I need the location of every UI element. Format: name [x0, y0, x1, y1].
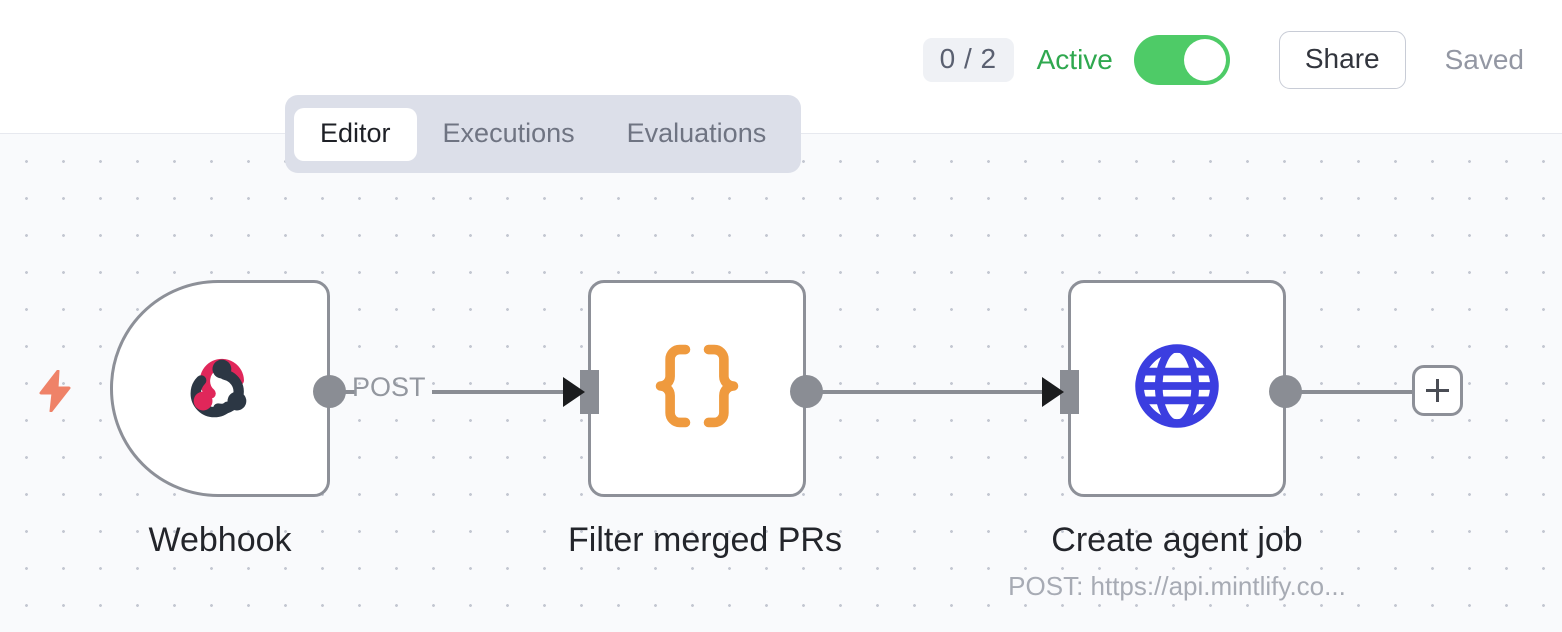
connector-webhook-to-filter[interactable]: [432, 390, 569, 394]
webhook-icon: [173, 339, 267, 438]
toggle-knob: [1183, 39, 1226, 81]
connector-http-to-add: [1296, 390, 1415, 394]
connector-arrow-http: [1042, 377, 1064, 407]
node-label-webhook: Webhook: [148, 521, 292, 559]
workflow-canvas[interactable]: POST Webhook Filter merged PRs Create ag…: [0, 134, 1562, 632]
node-label-filter-merged-prs: Filter merged PRs: [568, 521, 842, 559]
node-create-agent-job[interactable]: [1068, 280, 1286, 497]
active-toggle[interactable]: [1133, 35, 1230, 85]
active-status-label: Active: [1036, 44, 1113, 75]
node-sublabel-create-agent-job: POST: https://api.mintlify.co...: [1008, 571, 1346, 601]
node-webhook[interactable]: [110, 280, 330, 497]
connector-filter-to-http[interactable]: [818, 390, 1048, 394]
header-actions: 0 / 2 Active Share Saved: [922, 28, 1524, 92]
lightning-bolt-icon: [38, 369, 72, 413]
tab-executions[interactable]: Executions: [442, 117, 575, 148]
tab-editor[interactable]: Editor: [294, 107, 417, 161]
view-tabs: Editor Executions Evaluations: [285, 95, 802, 173]
output-port-filter[interactable]: [790, 375, 823, 408]
connector-label-post: POST: [352, 372, 426, 402]
node-filter-merged-prs[interactable]: [588, 280, 806, 497]
tab-evaluations[interactable]: Evaluations: [626, 117, 767, 148]
share-button[interactable]: Share: [1278, 31, 1406, 89]
curly-braces-icon: [649, 338, 745, 439]
globe-icon: [1129, 338, 1225, 439]
node-label-create-agent-job: Create agent job: [1051, 521, 1303, 559]
execution-count-badge: 0 / 2: [922, 38, 1014, 82]
connector-arrow-filter: [563, 377, 585, 407]
connector-webhook-stub: [338, 390, 356, 394]
add-node-button[interactable]: [1412, 365, 1463, 416]
input-port-http[interactable]: [1060, 370, 1079, 414]
saved-status-label: Saved: [1444, 44, 1524, 75]
